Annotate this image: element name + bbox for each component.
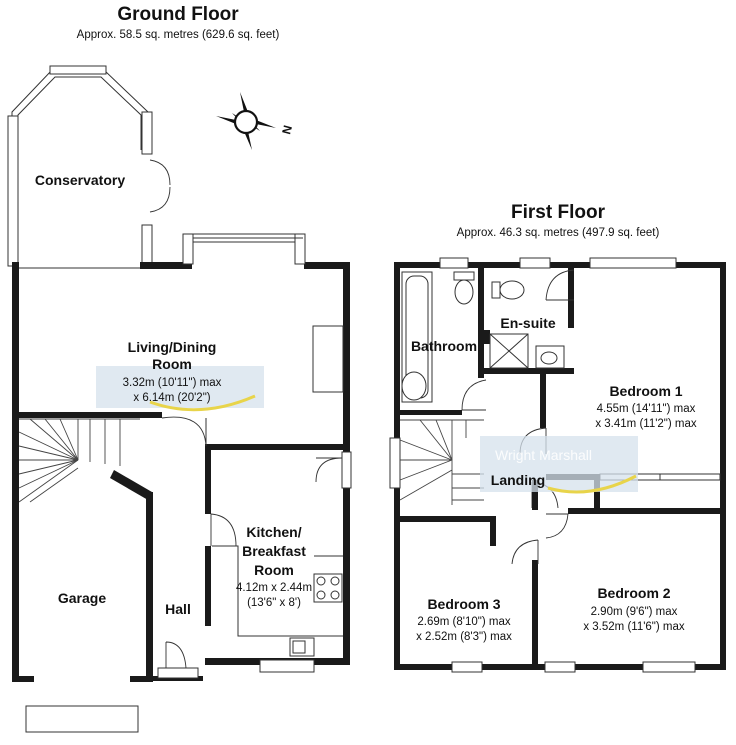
hall-label: Hall [165, 601, 191, 617]
first-floor-title: First Floor [511, 202, 606, 223]
bathroom-label: Bathroom [411, 338, 477, 354]
bedroom2-label: Bedroom 2 [597, 585, 670, 601]
living-label-2: Room [152, 356, 192, 372]
kitchen-label-1: Kitchen/ [246, 524, 301, 540]
living-label-1: Living/Dining [128, 339, 217, 355]
bedroom3-label: Bedroom 3 [427, 596, 500, 612]
watermark-landing: Wright Marshall [480, 436, 638, 494]
watermark-living: Wright Marshall [96, 366, 264, 412]
kitchen-label-3: Room [254, 562, 294, 578]
ground-floor-plan [7, 65, 352, 733]
bedroom2-dim-1: 2.90m (9'6") max [591, 606, 678, 618]
ground-floor-title: Ground Floor [117, 4, 239, 25]
conservatory-label: Conservatory [35, 172, 125, 188]
living-dim-2: x 6.14m (20'2") [133, 392, 210, 404]
compass-label: N [279, 124, 295, 136]
bedroom1-dim-2: x 3.41m (11'2") max [595, 418, 697, 430]
watermark-text: Wright Marshall [495, 447, 592, 463]
kitchen-dim-2: (13'6" x 8') [247, 597, 301, 609]
kitchen-dim-1: 4.12m x 2.44m [236, 582, 312, 594]
first-floor-area: Approx. 46.3 sq. metres (497.9 sq. feet) [457, 227, 660, 239]
ground-floor-area: Approx. 58.5 sq. metres (629.6 sq. feet) [77, 29, 280, 41]
ground-stairs [18, 418, 140, 503]
kitchen-label-2: Breakfast [242, 543, 306, 559]
living-dim-1: 3.32m (10'11") max [123, 377, 222, 389]
bedroom3-dim-1: 2.69m (8'10") max [417, 616, 510, 628]
bedroom2-dim-2: x 3.52m (11'6") max [583, 621, 685, 633]
landing-label: Landing [491, 472, 545, 488]
bedroom1-label: Bedroom 1 [609, 383, 682, 399]
first-floor-plan [389, 257, 726, 673]
garage-label: Garage [58, 590, 106, 606]
bedroom3-dim-2: x 2.52m (8'3") max [416, 631, 512, 643]
bedroom1-dim-1: 4.55m (14'11") max [597, 403, 696, 415]
kitchen-counters [212, 545, 343, 657]
compass-icon: N [216, 92, 295, 150]
ensuite-label: En-suite [500, 315, 555, 331]
first-stairs [399, 419, 484, 505]
conservatory-frame [7, 65, 171, 269]
